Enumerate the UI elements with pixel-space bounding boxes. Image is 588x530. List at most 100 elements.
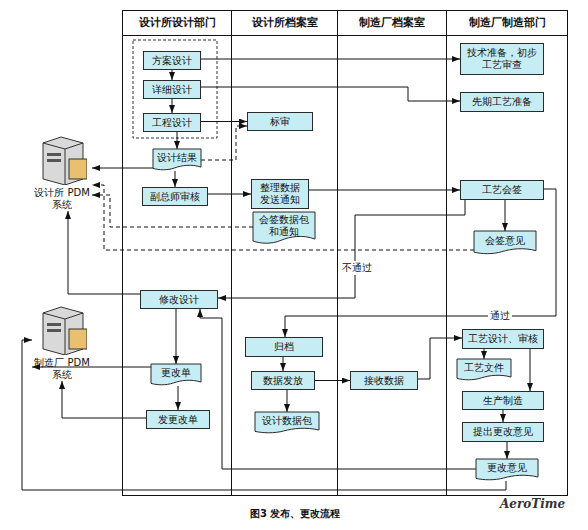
flow-arrow [505, 200, 506, 231]
lane-header: 制造厂档案室 [338, 11, 446, 36]
node-label: 标审 [270, 116, 290, 128]
node-label: 详细设计 [152, 84, 192, 96]
node-label: 接收数据 [364, 375, 404, 387]
node-label: 整理数据 发送通知 [256, 182, 304, 206]
swimlane: 制造厂档案室接收数据 [337, 10, 447, 496]
flow-arrow [484, 349, 485, 359]
flow-arrow [200, 309, 476, 469]
edge-label: 不通过 [340, 261, 374, 275]
document-shape: 会签意见 [474, 231, 536, 255]
node-label: 设计所 PDM 系统 [32, 187, 92, 211]
process-box: 方案设计 [143, 51, 201, 70]
node-label: 先期工艺准备 [472, 96, 532, 108]
process-box: 提出更改意见 [462, 422, 544, 442]
process-box: 整理数据 发送通知 [251, 179, 309, 209]
server-icon [37, 135, 87, 185]
flow-arrow [175, 171, 176, 187]
flow-arrow [285, 189, 556, 337]
lane-title: 设计所设计部门 [139, 16, 216, 29]
lane-header: 制造厂制造部门 [447, 11, 567, 36]
lane-title: 设计所档案室 [252, 16, 318, 29]
node-label: 会签数据包 和通知 [257, 214, 311, 238]
document-shape: 会签数据包 和通知 [253, 212, 315, 245]
node-label: 设计结果 [157, 152, 197, 164]
swimlane: 设计所档案室标审整理数据 发送通知会签数据包 和通知归档数据发放设计数据包 [231, 10, 338, 496]
flow-arrow [287, 390, 288, 412]
process-box: 工艺会签 [460, 180, 544, 200]
flow-arrow [62, 381, 146, 418]
flow-arrow [218, 200, 465, 298]
lane-title: 制造厂制造部门 [469, 16, 546, 29]
flow-arrow [68, 211, 140, 294]
document-shape: 更改单 [151, 364, 201, 386]
node-label: 工艺设计、审核 [468, 333, 538, 345]
document-shape: 设计数据包 [255, 412, 319, 434]
node-label: 修改设计 [159, 294, 199, 306]
document-shape: 更改意见 [476, 459, 538, 481]
process-box: 生产制造 [462, 391, 544, 410]
node-label: 生产制造 [483, 395, 523, 407]
lane-header: 设计所档案室 [232, 11, 337, 36]
node-label: 更改意见 [487, 462, 527, 474]
node-label: 设计数据包 [262, 415, 312, 427]
node-label: 制造厂 PDM 系统 [32, 357, 92, 381]
node-label: 技术准备，初步工艺审查 [465, 47, 539, 71]
flow-arrow [176, 309, 177, 364]
flow-arrow [201, 121, 247, 122]
flow-arrow [507, 442, 508, 459]
document-shape: 工艺文件 [457, 359, 511, 381]
pdm-system: 设计所 PDM 系统 [32, 135, 92, 211]
flow-arrow [503, 410, 504, 422]
process-box: 数据发放 [251, 371, 315, 390]
swimlane: 设计所设计部门方案设计详细设计工程设计设计结果副总师审核修改设计更改单发更改单 [122, 10, 232, 496]
process-box: 归档 [245, 337, 323, 357]
lane-header: 设计所设计部门 [123, 11, 231, 36]
pdm-system: 制造厂 PDM 系统 [32, 305, 92, 381]
node-label: 工艺文件 [464, 362, 504, 374]
process-box: 修改设计 [140, 290, 218, 309]
process-box: 详细设计 [143, 80, 201, 99]
flow-arrow [309, 190, 460, 191]
flow-arrow [201, 126, 247, 160]
flow-arrow [201, 87, 460, 101]
node-label: 发更改单 [158, 414, 198, 426]
node-label: 数据发放 [263, 375, 303, 387]
node-label: 更改单 [161, 367, 191, 379]
group-frame [133, 40, 217, 138]
node-label: 工艺会签 [482, 184, 522, 196]
process-box: 发更改单 [146, 410, 210, 429]
process-box: 工艺设计、审核 [462, 329, 544, 349]
node-label: 会签意见 [485, 235, 525, 247]
flow-arrow [283, 357, 284, 371]
flow-arrow [418, 338, 462, 379]
node-label: 提出更改意见 [473, 426, 533, 438]
flow-arrow [315, 380, 350, 381]
flow-arrow [22, 340, 506, 490]
server-icon [37, 305, 87, 355]
process-box: 副总师审核 [142, 187, 208, 206]
watermark: AeroTime [500, 497, 565, 511]
process-box: 工程设计 [143, 113, 201, 132]
lane-title: 制造厂档案室 [359, 16, 425, 29]
process-box: 先期工艺准备 [460, 92, 544, 112]
flow-arrow [208, 194, 251, 195]
node-label: 方案设计 [152, 55, 192, 67]
document-shape: 设计结果 [153, 149, 201, 171]
flow-arrow [201, 59, 460, 60]
process-box: 技术准备，初步工艺审查 [460, 43, 544, 75]
flow-arrow [172, 70, 173, 80]
edge-label: 通过 [488, 309, 512, 323]
flow-arrow [172, 99, 173, 113]
node-label: 归档 [274, 341, 294, 353]
flow-arrow [530, 349, 531, 391]
figure-caption: 图3 发布、更改流程 [250, 507, 340, 521]
node-label: 工程设计 [152, 117, 192, 129]
process-box: 标审 [247, 112, 313, 131]
flow-arrow [178, 386, 179, 410]
swimlane: 制造厂制造部门技术准备，初步工艺审查先期工艺准备工艺会签会签意见工艺设计、审核工… [446, 10, 568, 496]
flow-arrow [177, 132, 178, 149]
node-label: 副总师审核 [150, 191, 200, 203]
